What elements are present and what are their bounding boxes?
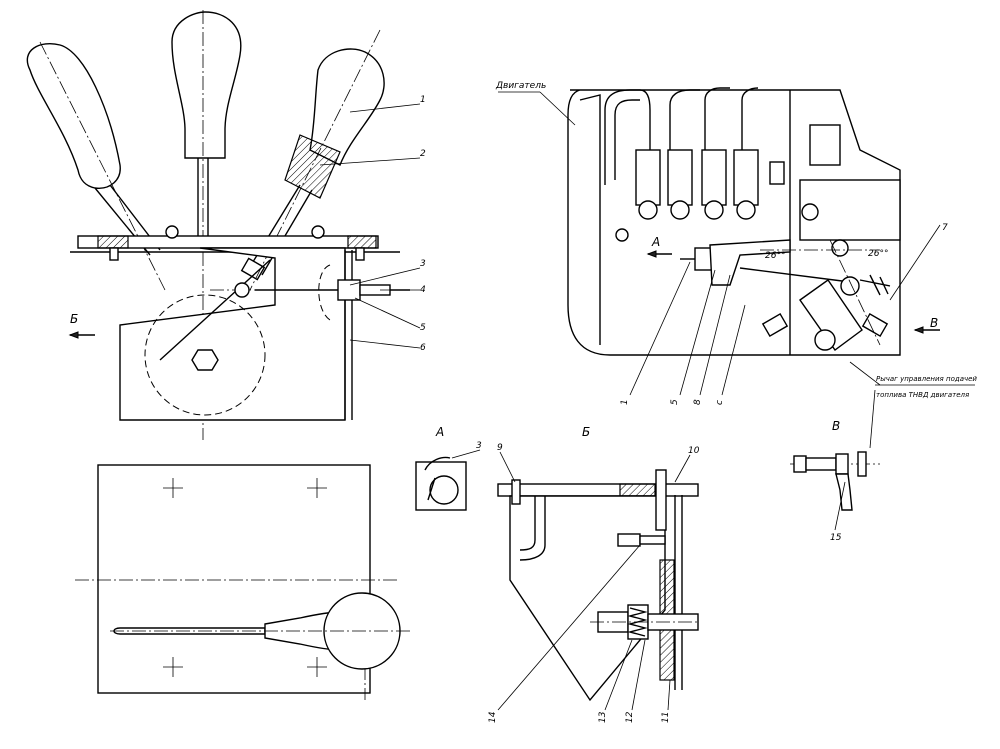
- callout-1: 1: [420, 95, 426, 105]
- callout-3: 3: [420, 259, 426, 269]
- view-v-label: В: [832, 419, 840, 433]
- engine-label: Двигатель: [495, 81, 546, 91]
- view-v: [790, 389, 880, 531]
- view-a-label: А: [435, 425, 444, 439]
- view-a: [415, 449, 481, 511]
- callout-6: 6: [420, 343, 426, 353]
- view-b-label-left: Б: [70, 312, 78, 326]
- callout-15: 15: [830, 533, 842, 543]
- view-v-arrow-label: В: [930, 316, 938, 330]
- callout-13: 13: [598, 711, 608, 723]
- callout-7: 7: [942, 223, 948, 233]
- view-b-label: Б: [582, 425, 590, 439]
- callout-12: 12: [625, 711, 635, 723]
- bracket-body: [119, 247, 353, 421]
- callout-1-engine: 1: [620, 399, 630, 405]
- lever-assembly-view: [26, 10, 421, 440]
- view-a-arrow-label: А: [651, 235, 660, 249]
- plan-view: [75, 464, 410, 700]
- view-b: [497, 451, 700, 711]
- callout-14: 14: [488, 711, 498, 723]
- callout-2: 2: [420, 149, 426, 159]
- callout-11: 11: [661, 712, 671, 723]
- callout-9: 9: [497, 443, 503, 453]
- lever-right: [240, 29, 385, 291]
- callout-8: 8: [693, 399, 703, 405]
- engine-view: [498, 87, 975, 396]
- mounting-plate: [70, 225, 400, 261]
- injector-row: [635, 149, 785, 220]
- angle-label-right: 26°°: [868, 249, 888, 259]
- callout-4: 4: [420, 285, 426, 295]
- lever-left: [26, 41, 166, 291]
- cable-assembly: [210, 279, 410, 301]
- callout-5: 5: [420, 323, 426, 333]
- callout-10: 10: [688, 446, 700, 456]
- callout-3-view-a: 3: [476, 441, 482, 451]
- angle-label-left: 26°°: [765, 251, 785, 261]
- labels: Б А Б В А В Двигатель Рычаг управления п…: [70, 81, 977, 723]
- lever-caption-line2: топлива ТНВД двигателя: [876, 391, 969, 399]
- view-b-arrow: [68, 331, 95, 339]
- callout-c: с: [715, 400, 725, 405]
- callout-5-engine: 5: [670, 399, 680, 405]
- lever-caption-line1: Рычаг управления подачей: [876, 375, 977, 383]
